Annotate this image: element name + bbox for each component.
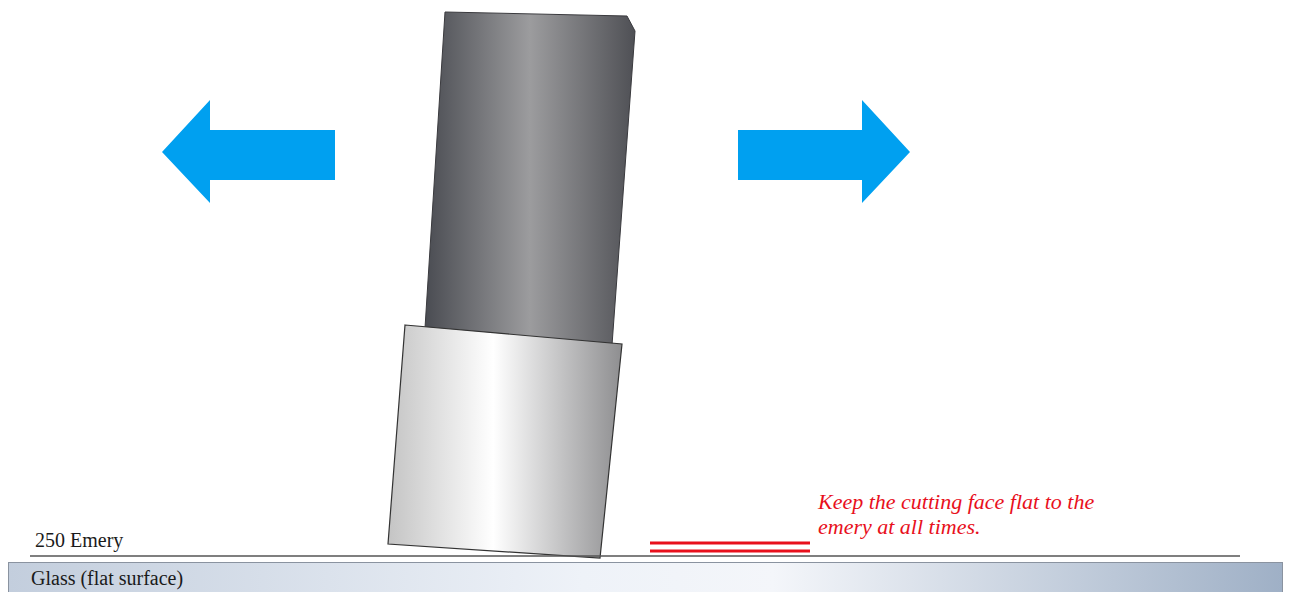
tool-shaft	[425, 12, 635, 345]
flat-indicator	[650, 550, 810, 553]
material-label: 250 Emery	[35, 529, 235, 551]
flat-indicator	[650, 542, 810, 545]
right-arrow	[738, 100, 910, 203]
instruction-note: Keep the cutting face flat to the emery …	[818, 490, 1148, 539]
surface-label: Glass (flat surface)	[31, 567, 1282, 590]
tool-collar	[388, 325, 622, 558]
left-arrow	[162, 100, 335, 203]
glass-band: Glass (flat surface)	[8, 562, 1283, 592]
emery-line	[30, 555, 1240, 557]
